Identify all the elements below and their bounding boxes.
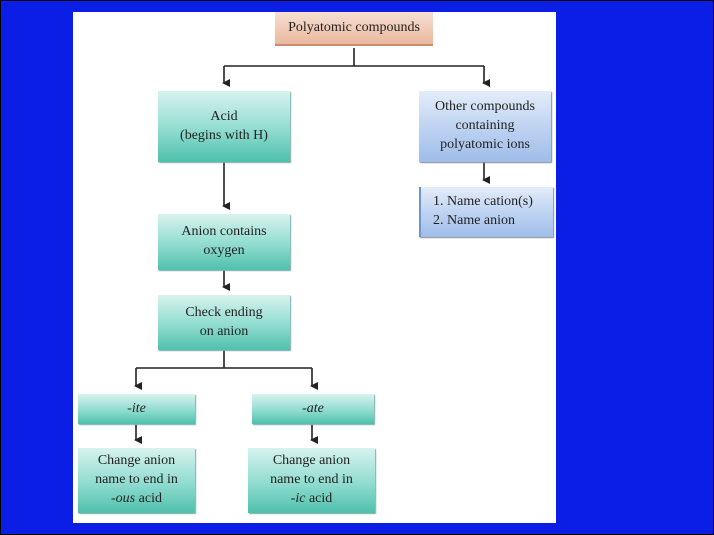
ate-node: -ate <box>252 394 374 424</box>
ate-rule-line-3: -ic acid <box>291 490 333 509</box>
ite-rule-line-3: -ous acid <box>111 490 162 509</box>
naming-step-1: 1. Name cation(s) <box>433 194 533 210</box>
ite-rule-line-2: name to end in <box>95 472 178 488</box>
ate-rule-node: Change anion name to end in -ic acid <box>248 448 375 513</box>
ite-label: -ite <box>127 400 146 416</box>
ate-rule-line-1: Change anion <box>272 453 351 469</box>
ate-rule-suffix: -ic <box>290 490 306 506</box>
ite-rule-suffix: -ous <box>111 490 136 506</box>
other-compounds-node: Other compounds containing polyatomic io… <box>419 91 551 162</box>
anion-oxygen-node: Anion contains oxygen <box>158 214 290 270</box>
other-line-2: containing <box>455 118 515 134</box>
other-line-1: Other compounds <box>435 99 535 115</box>
other-line-3: polyatomic ions <box>440 136 530 152</box>
anion-oxygen-line-2: oxygen <box>203 243 245 258</box>
ate-rule-line-2: name to end in <box>270 472 353 488</box>
ite-rule-line-1: Change anion <box>97 453 176 469</box>
ite-rule-node: Change anion name to end in -ous acid <box>78 448 195 513</box>
naming-steps-node: 1. Name cation(s) 2. Name anion <box>419 187 553 237</box>
naming-step-2: 2. Name anion <box>433 213 516 228</box>
ate-label: -ate <box>302 400 324 416</box>
acid-sublabel: (begins with H) <box>180 127 268 143</box>
acid-label: Acid <box>210 108 238 124</box>
ate-rule-rest: acid <box>305 490 333 506</box>
ite-rule-rest: acid <box>135 490 162 506</box>
root-node: Polyatomic compounds <box>275 12 433 46</box>
acid-node: Acid (begins with H) <box>158 91 290 162</box>
ite-node: -ite <box>78 394 195 424</box>
anion-oxygen-line-1: Anion contains <box>181 224 267 240</box>
root-label: Polyatomic compounds <box>288 19 420 35</box>
check-ending-line-2: on anion <box>199 323 249 339</box>
check-ending-node: Check ending on anion <box>158 295 290 350</box>
check-ending-line-1: Check ending <box>185 304 263 320</box>
